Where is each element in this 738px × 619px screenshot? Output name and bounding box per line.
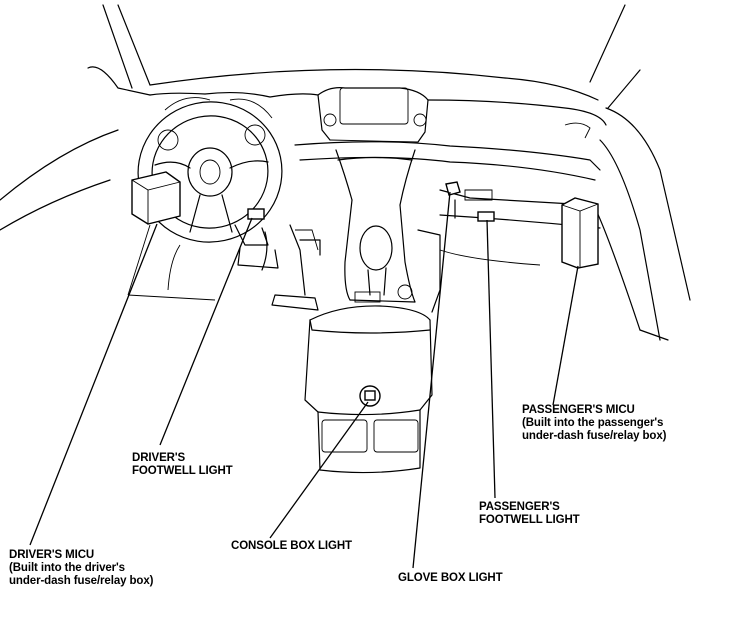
leader-drivers-footwell-light (159, 217, 253, 446)
drivers-footwell-light-line2: FOOTWELL LIGHT (132, 465, 233, 477)
console-box-light-unit (359, 385, 381, 407)
drivers-footwell-light-unit (247, 208, 265, 220)
console-box-light-label: CONSOLE BOX LIGHT (231, 540, 352, 553)
windshield-frame (102, 4, 641, 109)
drivers-micu-label: DRIVER'S MICU (Built into the driver's u… (9, 549, 153, 588)
leader-passengers-footwell-light (486, 219, 496, 499)
passengers-micu-box (561, 197, 599, 269)
glove-box-light-unit (445, 181, 461, 196)
leader-drivers-micu (29, 223, 158, 546)
drivers-micu-box (131, 171, 181, 225)
passengers-micu-title: PASSENGER'S MICU (522, 404, 635, 416)
center-console (344, 199, 416, 303)
glove-box-light-line1: GLOVE BOX LIGHT (398, 572, 503, 584)
drivers-micu-line2: (Built into the driver's (9, 562, 125, 574)
leader-passengers-micu (552, 265, 579, 406)
floor (417, 229, 541, 313)
left-door-panel (0, 66, 151, 231)
right-door-panel (595, 107, 691, 341)
leader-lines (29, 191, 579, 569)
passengers-footwell-light-unit (477, 211, 495, 222)
drivers-footwell-light-label: DRIVER'S FOOTWELL LIGHT (132, 452, 233, 478)
driver-footwell (127, 224, 321, 311)
passengers-footwell-light-label: PASSENGER'S FOOTWELL LIGHT (479, 501, 580, 527)
glove-box-light-label: GLOVE BOX LIGHT (398, 572, 503, 585)
passengers-micu-label: PASSENGER'S MICU (Built into the passeng… (522, 404, 666, 443)
drivers-footwell-light-line1: DRIVER'S (132, 452, 186, 464)
passengers-footwell-light-line1: PASSENGER'S (479, 501, 560, 513)
drivers-micu-line3: under-dash fuse/relay box) (9, 575, 154, 587)
passengers-micu-line3: under-dash fuse/relay box) (522, 430, 667, 442)
drivers-micu-title: DRIVER'S MICU (9, 549, 95, 561)
console-box-light-line1: CONSOLE BOX LIGHT (231, 540, 352, 552)
center-stack (317, 87, 429, 206)
passengers-micu-line2: (Built into the passenger's (522, 417, 664, 429)
leader-glove-box-light (412, 191, 451, 569)
passengers-footwell-light-line2: FOOTWELL LIGHT (479, 514, 580, 526)
leader-console-box-light (269, 401, 369, 539)
steering-wheel (137, 97, 283, 243)
console-box (304, 305, 433, 474)
